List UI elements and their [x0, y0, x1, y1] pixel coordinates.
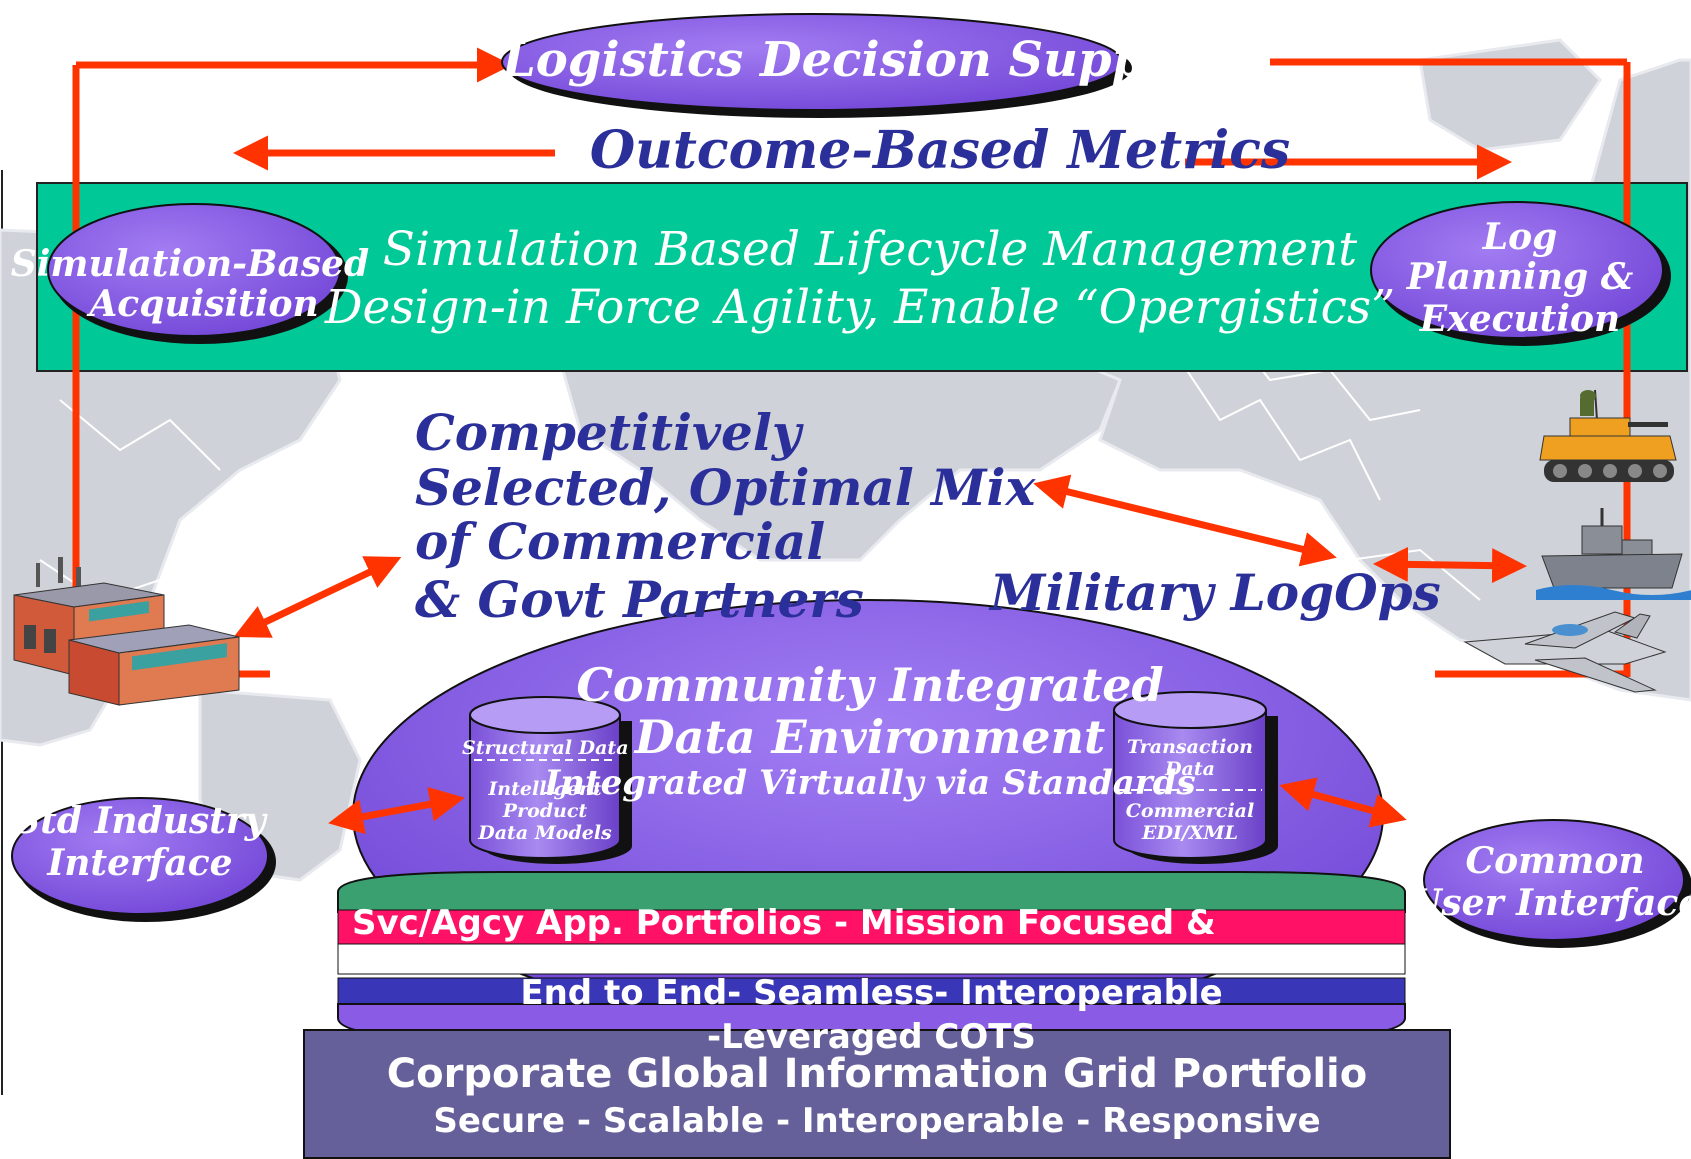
left-db-line3: Data Models: [478, 822, 612, 844]
std-industry-label-1: Std Industry: [14, 800, 266, 842]
left-db-line2: Product: [502, 800, 588, 822]
log-planning-label-2: Planning &: [1406, 256, 1634, 298]
std-industry-oval: [11, 797, 269, 915]
decision-support-oval: [501, 13, 1123, 111]
outcome-metrics-label: Outcome-Based Metrics: [589, 120, 1291, 181]
left-db-line1: Intelligent: [488, 778, 602, 800]
partners-line1: Competitively: [415, 403, 801, 462]
sim-acq-oval: [47, 203, 341, 337]
grid-title: Corporate Global Information Grid Portfo…: [386, 1051, 1368, 1097]
svc-agcy-line1: Svc/Agcy App. Portfolios - Mission Focus…: [352, 903, 1216, 943]
log-planning-oval: [1370, 201, 1664, 339]
right-db-line4: EDI/XML: [1142, 822, 1238, 844]
logops-ship-arrow: [1373, 546, 1527, 584]
lifecycle-line1: Simulation Based Lifecycle Management: [382, 222, 1358, 277]
svc-agcy-line2: Modern: [352, 946, 498, 972]
partners-factory-arrow: [233, 556, 402, 638]
common-user-arrow: [1279, 777, 1407, 828]
sim-acq-label-1: Simulation-Based: [10, 243, 370, 285]
portfolio-stack: [337, 871, 1406, 1041]
database-cylinder-icon: [469, 696, 632, 864]
grid-subtitle: Secure - Scalable - Interoperable - Resp…: [433, 1101, 1321, 1141]
common-user-label-2: User Interface: [1410, 882, 1690, 924]
right-db-line3: Commercial: [1125, 800, 1255, 822]
warship-icon: [1536, 508, 1691, 600]
e2e-line1: End to End- Seamless- Interoperable: [520, 973, 1223, 1013]
e2e-line2: -Leveraged COTS: [707, 1017, 1036, 1057]
partners-logops-arrow: [1033, 474, 1337, 567]
data-env-line1: Community Integrated: [576, 658, 1164, 712]
factory-icon: [13, 557, 240, 706]
log-planning-label-3: Execution: [1419, 298, 1621, 340]
data-env-line2: Data Environment: [634, 710, 1106, 764]
stack-blue-band: [337, 977, 1406, 1005]
common-user-label-1: Common: [1465, 840, 1645, 882]
partners-line2: Selected, Optimal Mix: [415, 458, 1036, 517]
database-cylinder-icon: [1113, 691, 1278, 864]
stack-white-band: [337, 943, 1406, 975]
std-industry-label-2: Interface: [47, 842, 233, 884]
left-db-top: Structural Data: [462, 737, 629, 759]
decision-support-label: Logistics Decision Support: [502, 32, 1225, 88]
log-planning-label-1: Log: [1482, 216, 1558, 258]
military-logops-label: Military LogOps: [990, 563, 1441, 622]
stack-green-top: [337, 871, 1406, 913]
partners-line4: & Govt Partners: [415, 570, 864, 629]
lifecycle-line2: Design-in Force Agility, Enable “Opergis…: [324, 280, 1396, 335]
data-env-line3: Integrated Virtually via Standards: [544, 763, 1196, 803]
common-user-oval: [1423, 819, 1685, 941]
right-db-line2: Data: [1165, 758, 1215, 780]
fighter-jet-icon: [1463, 611, 1667, 693]
grid-portfolio-box: [303, 1029, 1451, 1159]
partners-line3: of Commercial: [415, 512, 826, 571]
tank-icon: [1539, 389, 1677, 482]
sim-acq-label-2: Acquisition: [89, 283, 319, 325]
right-db-line1: Transaction: [1127, 736, 1253, 758]
std-industry-arrow: [328, 786, 465, 835]
